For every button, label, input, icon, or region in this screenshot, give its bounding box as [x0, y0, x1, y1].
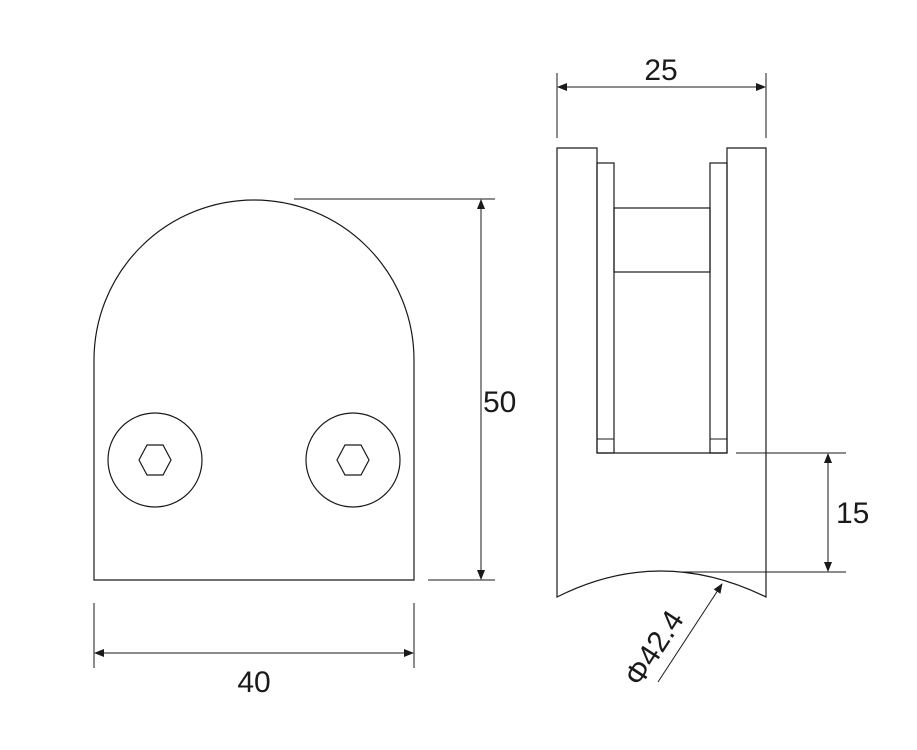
depth-dimension: 25	[556, 54, 767, 138]
hex-socket-icon	[138, 444, 172, 476]
front-view	[93, 199, 415, 581]
slot-height-dimension: 15	[736, 452, 869, 572]
side-view	[556, 147, 846, 598]
screw-shaft	[613, 207, 711, 273]
width-dimension: 40	[93, 603, 415, 699]
right-gasket	[709, 162, 728, 454]
slot-height-label: 15	[836, 497, 869, 530]
left-gasket	[596, 162, 615, 454]
right-screw	[305, 412, 401, 508]
height-label: 50	[483, 386, 516, 419]
clamp-front-outline	[93, 199, 415, 581]
hex-socket-icon	[336, 444, 370, 476]
clamp-side-outline	[556, 147, 767, 598]
tube-diameter-dimension: Φ42.4	[618, 583, 723, 692]
height-dimension: 50	[294, 198, 516, 581]
depth-label: 25	[644, 54, 677, 87]
width-label: 40	[237, 666, 270, 699]
left-screw	[107, 412, 203, 508]
